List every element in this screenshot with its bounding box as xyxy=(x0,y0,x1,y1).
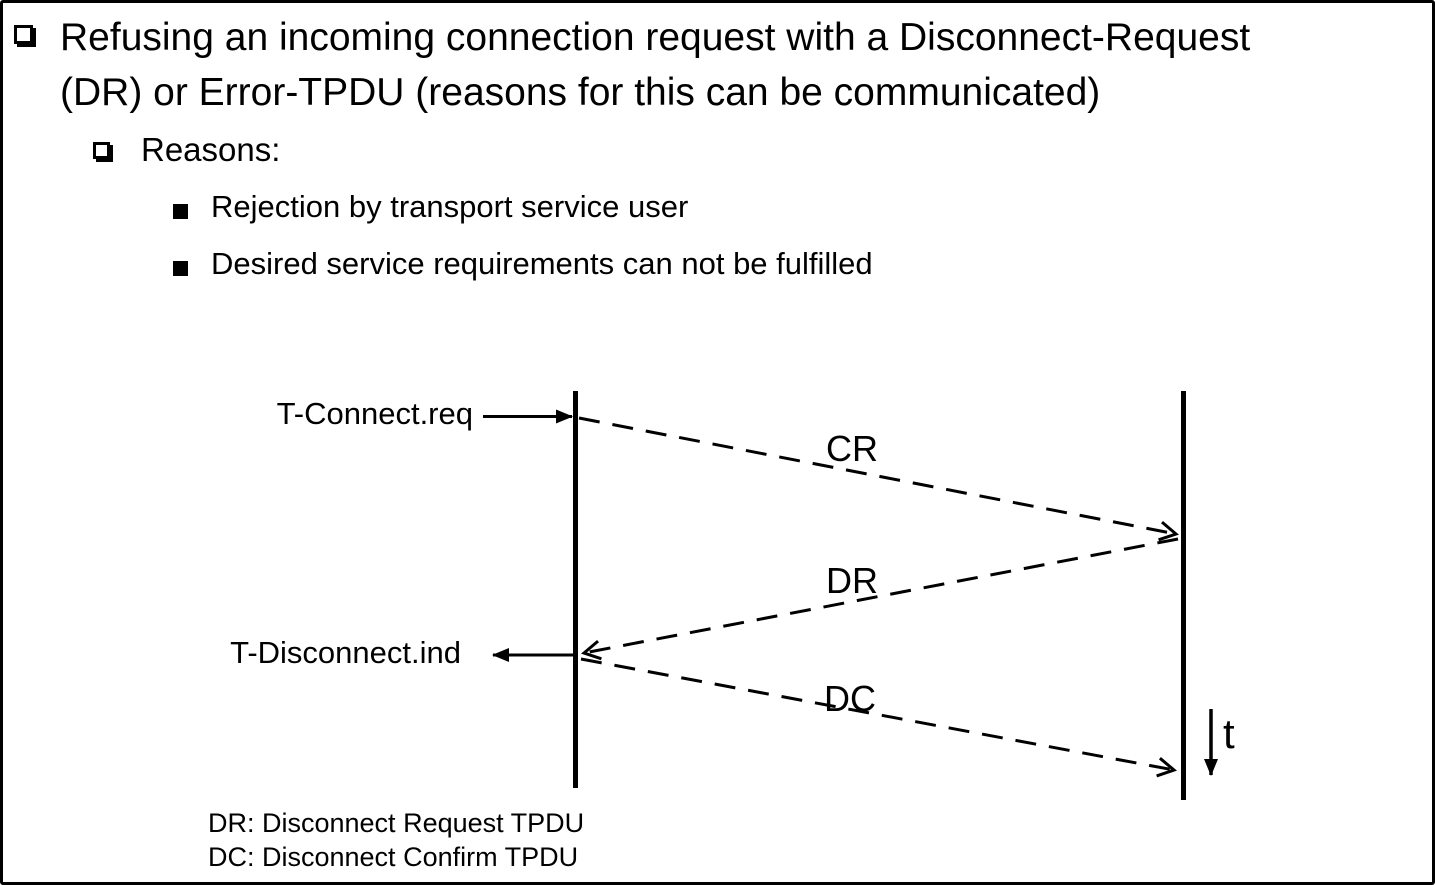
filled-square-bullet-icon xyxy=(173,261,188,276)
filled-square-bullet-icon xyxy=(173,204,188,219)
dr-message-arrow xyxy=(580,537,1179,661)
open-square-bullet-icon xyxy=(14,25,33,44)
open-square-bullet-icon xyxy=(93,142,110,159)
sequence-diagram-canvas xyxy=(483,391,1218,800)
dc-message-label: DC xyxy=(824,678,876,719)
time-axis-label: t xyxy=(1223,710,1235,757)
reason-item: Rejection by transport service user xyxy=(211,189,689,224)
t-connect-req-label: T-Connect.req xyxy=(276,396,473,431)
slide-title-line2: (DR) or Error-TPDU (reasons for this can… xyxy=(60,71,1101,114)
reasons-heading: Reasons: xyxy=(141,131,281,168)
t-disconnect-ind-label: T-Disconnect.ind xyxy=(230,635,461,670)
cr-message-label: CR xyxy=(826,428,878,469)
slide-title-line1: Refusing an incoming connection request … xyxy=(60,16,1251,59)
reason-item: Desired service requirements can not be … xyxy=(211,246,873,281)
legend-line-dc: DC: Disconnect Confirm TPDU xyxy=(208,842,579,872)
dr-message-label: DR xyxy=(826,560,878,601)
slide-title: Refusing an incoming connection request … xyxy=(60,10,1250,120)
legend: DR: Disconnect Request TPDU DC: Disconne… xyxy=(208,806,584,874)
legend-line-dr: DR: Disconnect Request TPDU xyxy=(208,808,585,838)
dc-message-arrow xyxy=(580,657,1178,778)
